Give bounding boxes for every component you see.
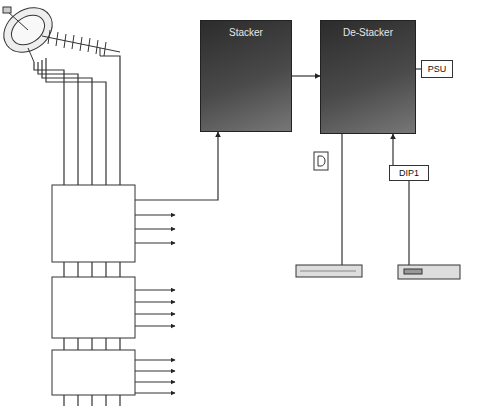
terrestrial-antenna xyxy=(42,30,120,56)
node-label: De-Stacker xyxy=(321,21,415,38)
node-label: PSU xyxy=(422,61,452,77)
trunk-lines xyxy=(64,262,120,406)
cable-connector xyxy=(392,134,393,165)
cable-connector xyxy=(292,75,320,76)
outlet-arrows xyxy=(135,215,175,393)
destacker-unit: De-Stacker xyxy=(320,20,416,134)
node-label: Stacker xyxy=(201,21,291,38)
receivers xyxy=(296,134,460,279)
satellite-dish xyxy=(0,0,61,62)
stacker-feed xyxy=(135,132,218,200)
outlet-symbol xyxy=(318,156,325,166)
stacker-unit: Stacker xyxy=(200,20,292,132)
feed-cables xyxy=(34,56,120,185)
psu-box: PSU xyxy=(421,60,453,78)
multiswitches xyxy=(52,185,135,395)
receiver-cable xyxy=(408,181,409,265)
dip-box: DIP1 xyxy=(389,165,429,181)
wall-outlet-box xyxy=(314,152,328,170)
node-label: DIP1 xyxy=(390,166,428,180)
